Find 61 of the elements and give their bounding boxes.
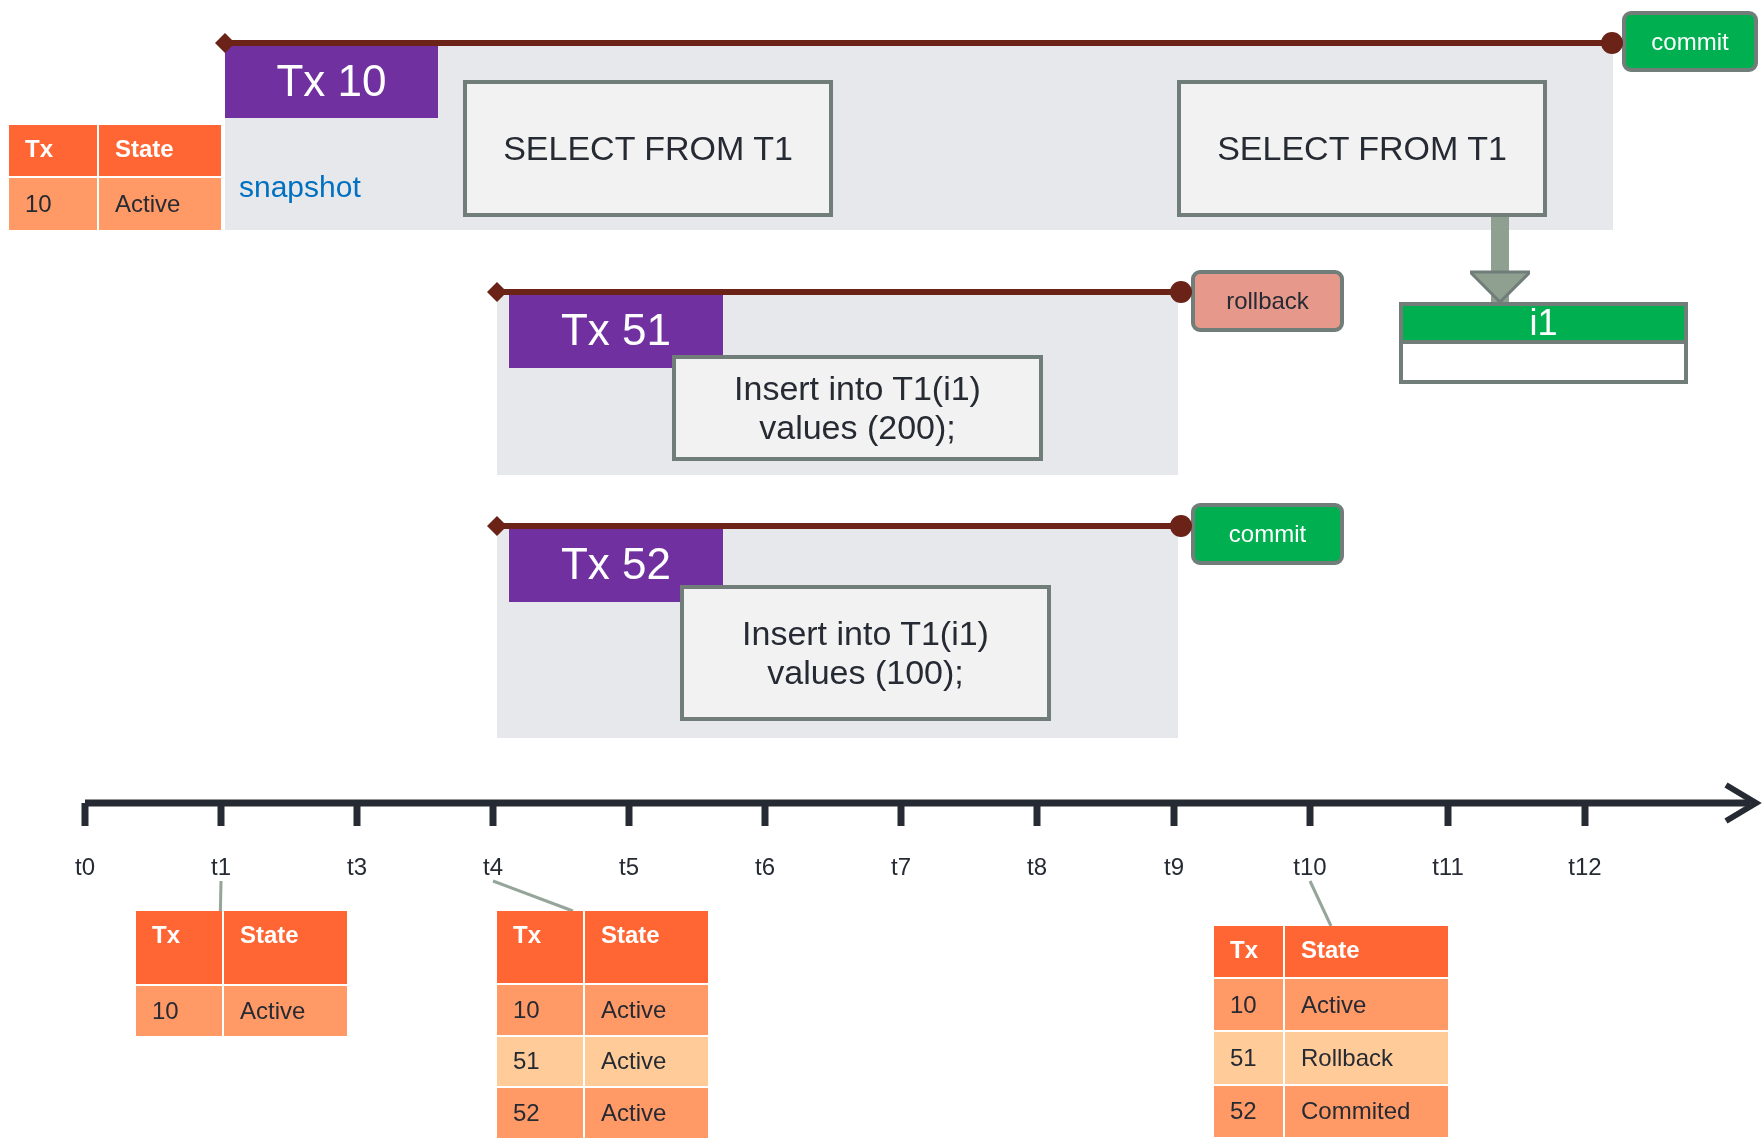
outcome-badge: commit (1191, 503, 1344, 565)
table-cell: 10 (136, 986, 222, 1036)
table-header-cell: State (585, 911, 708, 983)
table-cell: 51 (1214, 1032, 1283, 1084)
table-cell: 10 (9, 178, 97, 230)
table-cell: 10 (1214, 979, 1283, 1031)
transaction-tag: Tx 51 (509, 292, 723, 368)
table-cell: Commited (1285, 1085, 1448, 1137)
block-arrow (1468, 217, 1532, 304)
transaction-panel (225, 43, 1613, 230)
table-header-cell: State (1285, 926, 1448, 977)
table-cell: Rollback (1285, 1032, 1448, 1084)
table-cell: Active (585, 1088, 708, 1138)
tick-label: t4 (483, 853, 503, 881)
snapshot-label: snapshot (239, 170, 361, 204)
outcome-badge: commit (1622, 11, 1758, 72)
transaction-panel (497, 292, 1178, 475)
lifeline (487, 281, 1192, 303)
table-cell: 51 (497, 1036, 583, 1087)
tick-label: t12 (1568, 853, 1602, 881)
transaction-tag: Tx 10 (225, 43, 438, 118)
tick-label: t7 (891, 853, 911, 881)
table-cell: Active (224, 986, 347, 1036)
tick-label: t9 (1164, 853, 1184, 881)
leader-line (492, 879, 574, 913)
tick-label: t3 (347, 853, 367, 881)
tick-label: t10 (1293, 853, 1327, 881)
state-table (497, 911, 708, 1138)
table-cell: 52 (497, 1088, 583, 1138)
statement-box: Insert into T1(i1) values (100); (680, 585, 1051, 721)
table-cell: Active (585, 985, 708, 1035)
leader-line (1308, 880, 1333, 927)
outcome-badge: rollback (1191, 270, 1344, 332)
transaction-panel (497, 526, 1178, 738)
table-cell: Active (585, 1036, 708, 1087)
table-cell: Active (1285, 979, 1448, 1031)
lifeline (487, 515, 1192, 537)
state-table (1214, 926, 1448, 1137)
tick-label: t5 (619, 853, 639, 881)
table-cell: 52 (1214, 1085, 1283, 1137)
table-header-cell: Tx (136, 911, 222, 984)
statement-box: SELECT FROM T1 (463, 80, 833, 217)
tick-label: t11 (1432, 853, 1464, 881)
tick-label: t0 (75, 853, 95, 881)
statement-box: SELECT FROM T1 (1177, 80, 1547, 217)
table-header-cell: State (224, 911, 347, 984)
tick-label: t8 (1027, 853, 1047, 881)
lifeline (215, 32, 1623, 54)
state-table (9, 125, 221, 230)
state-table (136, 911, 347, 1036)
tick-label: t1 (211, 853, 231, 881)
table-header-cell: Tx (1214, 926, 1283, 977)
table-header-cell: Tx (497, 911, 583, 983)
statement-box: Insert into T1(i1) values (200); (672, 355, 1043, 461)
tick-label: t6 (755, 853, 775, 881)
table-cell: 10 (497, 985, 583, 1035)
transaction-tag: Tx 52 (509, 526, 723, 602)
table-header-cell: State (99, 125, 221, 176)
table-header-cell: Tx (9, 125, 97, 176)
leader-line (218, 880, 223, 912)
table-cell: Active (99, 178, 221, 230)
